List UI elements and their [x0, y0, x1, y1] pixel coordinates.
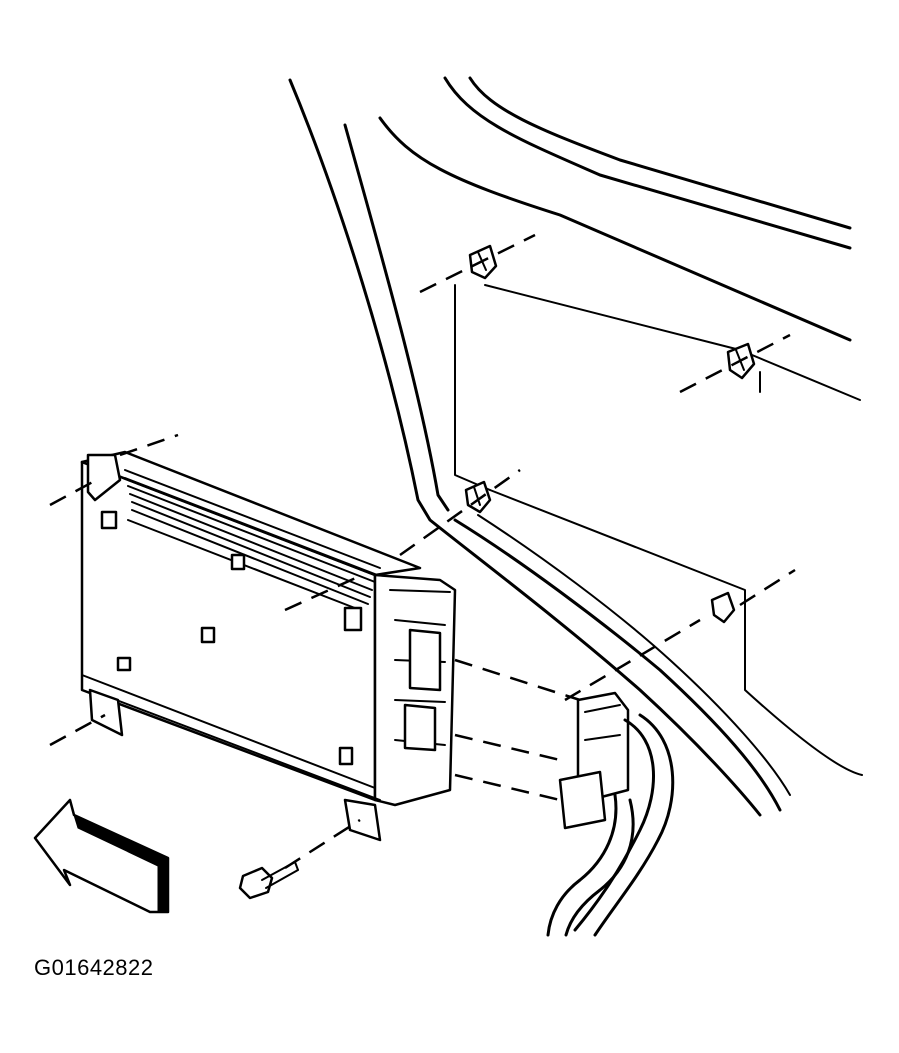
assembly-guide-lines: [49, 233, 796, 870]
mounting-bolt: [238, 861, 299, 900]
harness-connector: [546, 691, 675, 937]
mounting-clip-lower-left: [464, 480, 492, 514]
body-panel: [288, 76, 863, 817]
control-module: [80, 450, 457, 842]
front-direction-arrow-icon: [33, 798, 170, 914]
mounting-clip-lower-right: [710, 591, 736, 624]
figure-id-label: G01642822: [34, 955, 154, 980]
